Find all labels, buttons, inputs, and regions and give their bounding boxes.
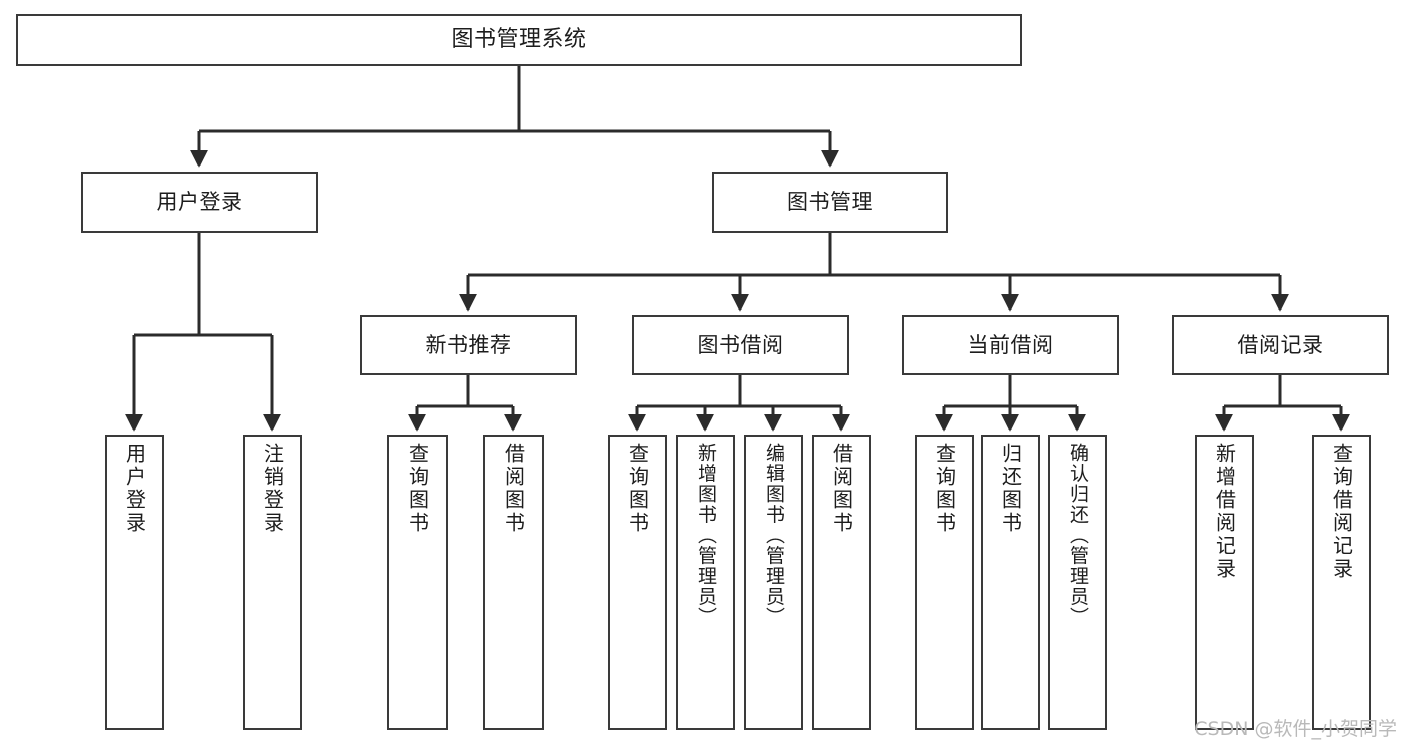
node-leaf-query-record-label: 查询借阅记录 [1329, 443, 1354, 581]
node-user-login-label: 用户登录 [156, 190, 243, 215]
node-book-borrow-label: 图书借阅 [697, 332, 784, 357]
csdn-watermark: CSDN @软件_小贺同学 [1194, 718, 1397, 740]
node-leaf-query-book-3-label: 查询图书 [932, 443, 957, 535]
node-leaf-user-login[interactable]: 用户登录 [105, 435, 164, 730]
node-leaf-query-book-3[interactable]: 查询图书 [915, 435, 974, 730]
node-leaf-return-book[interactable]: 归还图书 [981, 435, 1040, 730]
node-leaf-edit-book-label: 编辑图书（管理员） [763, 443, 785, 628]
node-leaf-confirm-return-label: 确认归还（管理员） [1067, 443, 1089, 628]
node-book-borrow[interactable]: 图书借阅 [632, 315, 849, 375]
node-root[interactable]: 图书管理系统 [16, 14, 1022, 66]
node-book-manage-label: 图书管理 [787, 190, 873, 215]
node-leaf-add-book-label: 新增图书（管理员） [695, 443, 717, 628]
node-leaf-edit-book[interactable]: 编辑图书（管理员） [744, 435, 803, 730]
node-leaf-user-login-label: 用户登录 [122, 443, 147, 535]
node-leaf-query-record[interactable]: 查询借阅记录 [1312, 435, 1371, 730]
node-borrow-record-label: 借阅记录 [1237, 332, 1324, 357]
node-leaf-borrow-book-2[interactable]: 借阅图书 [812, 435, 871, 730]
node-leaf-add-record[interactable]: 新增借阅记录 [1195, 435, 1254, 730]
node-leaf-borrow-book-1-label: 借阅图书 [501, 443, 526, 535]
node-leaf-user-logout[interactable]: 注销登录 [243, 435, 302, 730]
node-leaf-confirm-return[interactable]: 确认归还（管理员） [1048, 435, 1107, 730]
node-leaf-query-book-1[interactable]: 查询图书 [387, 435, 448, 730]
node-current-borrow[interactable]: 当前借阅 [902, 315, 1119, 375]
node-leaf-query-book-2-label: 查询图书 [625, 443, 650, 535]
node-root-label: 图书管理系统 [451, 27, 587, 53]
node-user-login[interactable]: 用户登录 [81, 172, 318, 233]
node-leaf-user-logout-label: 注销登录 [260, 443, 285, 535]
node-current-borrow-label: 当前借阅 [967, 332, 1054, 357]
node-borrow-record[interactable]: 借阅记录 [1172, 315, 1389, 375]
node-leaf-query-book-1-label: 查询图书 [405, 443, 430, 535]
node-new-book-rec[interactable]: 新书推荐 [360, 315, 577, 375]
node-leaf-borrow-book-1[interactable]: 借阅图书 [483, 435, 544, 730]
node-leaf-add-book[interactable]: 新增图书（管理员） [676, 435, 735, 730]
node-leaf-add-record-label: 新增借阅记录 [1212, 443, 1237, 581]
node-leaf-query-book-2[interactable]: 查询图书 [608, 435, 667, 730]
node-new-book-rec-label: 新书推荐 [425, 332, 512, 357]
node-leaf-return-book-label: 归还图书 [998, 443, 1023, 535]
node-book-manage[interactable]: 图书管理 [712, 172, 948, 233]
node-leaf-borrow-book-2-label: 借阅图书 [829, 443, 854, 535]
